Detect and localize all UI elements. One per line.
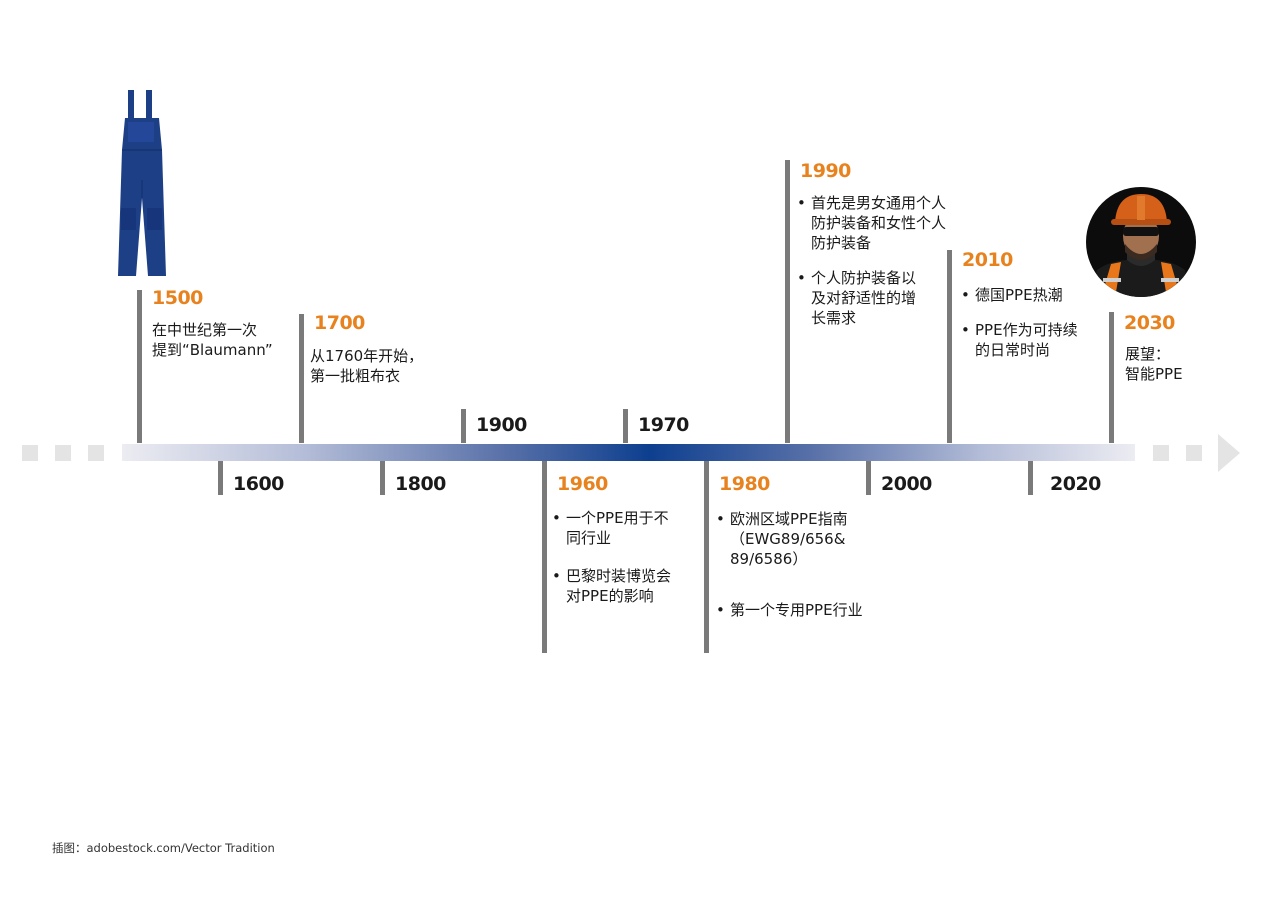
list-item: 欧洲区域PPE指南 （EWG89/656& 89/6586） [716,509,863,569]
event-description-2010: 德国PPE热潮 PPE作为可持续 的日常时尚 [961,285,1078,360]
list-item: 巴黎时装博览会 对PPE的影响 [552,566,671,606]
event-year-1980: 1980 [719,473,770,495]
event-description-1990: 首先是男女通用个人 防护装备和女性个人 防护装备 个人防护装备以 及对舒适性的增… [797,193,946,328]
timeline-marker-1960 [542,461,547,653]
worker-portrait [1086,187,1196,297]
list-item: PPE作为可持续 的日常时尚 [961,320,1078,360]
overalls-illustration [118,90,166,276]
timeline-marker-1600 [218,461,223,495]
event-year-2000: 2000 [881,473,932,495]
timeline-bar [122,444,1135,461]
timeline-dash [1186,445,1202,461]
event-year-2030: 2030 [1124,312,1175,334]
timeline-marker-1800 [380,461,385,495]
event-year-1500: 1500 [152,287,203,309]
event-year-1900: 1900 [476,414,527,436]
timeline-marker-1970 [623,409,628,443]
timeline-dash [88,445,104,461]
timeline-dash [22,445,38,461]
event-year-1800: 1800 [395,473,446,495]
list-item: 第一个专用PPE行业 [716,600,863,620]
timeline-marker-2010 [947,250,952,443]
timeline-marker-1700 [299,314,304,443]
timeline-dash [1153,445,1169,461]
event-year-2010: 2010 [962,249,1013,271]
timeline-marker-1500 [137,290,142,443]
timeline-dash [55,445,71,461]
timeline-marker-2030 [1109,312,1114,443]
list-item: 首先是男女通用个人 防护装备和女性个人 防护装备 [797,193,946,253]
event-year-1970: 1970 [638,414,689,436]
timeline-marker-2000 [866,461,871,495]
list-item: 一个PPE用于不 同行业 [552,508,671,548]
timeline-marker-1980 [704,461,709,653]
event-year-1960: 1960 [557,473,608,495]
event-description-1500: 在中世纪第一次 提到“Blaumann” [152,321,273,359]
arrow-right-icon [1218,434,1240,472]
event-year-1990: 1990 [800,160,851,182]
image-credit: 插图：adobestock.com/Vector Tradition [52,841,275,855]
event-description-1980: 欧洲区域PPE指南 （EWG89/656& 89/6586） 第一个专用PPE行… [716,509,863,620]
event-year-2020: 2020 [1050,473,1101,495]
timeline-marker-2020 [1028,461,1033,495]
event-description-1700: 从1760年开始， 第一批粗布衣 [310,347,424,385]
event-description-1960: 一个PPE用于不 同行业 巴黎时装博览会 对PPE的影响 [552,508,671,606]
event-year-1700: 1700 [314,312,365,334]
list-item: 德国PPE热潮 [961,285,1078,305]
timeline-marker-1900 [461,409,466,443]
list-item: 个人防护装备以 及对舒适性的增 长需求 [797,268,946,328]
event-description-2030: 展望： 智能PPE [1125,345,1183,383]
event-year-1600: 1600 [233,473,284,495]
timeline-marker-1990 [785,160,790,443]
